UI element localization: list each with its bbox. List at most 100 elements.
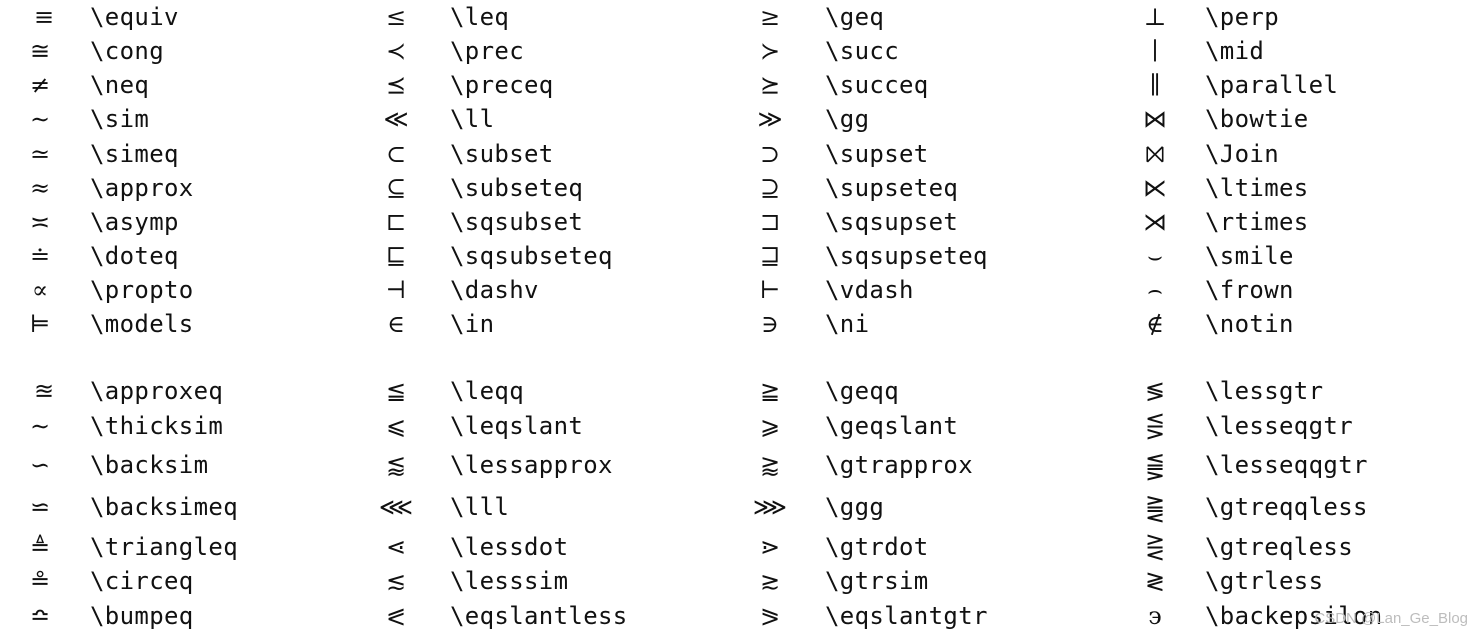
command-sqsubset: \sqsubset <box>450 208 584 236</box>
symbol-ltimes: ⋉ <box>1143 174 1167 202</box>
symbol-eqslantgtr: ⪖ <box>759 602 781 630</box>
command-backsim: \backsim <box>90 451 209 479</box>
symbol-sqsupseteq: ⊒ <box>759 242 781 270</box>
command-asymp: \asymp <box>90 208 179 236</box>
command-circeq: \circeq <box>90 567 194 595</box>
symbol-perp: ⊥ <box>1143 3 1167 31</box>
symbol-vdash: ⊢ <box>759 276 781 304</box>
command-gg: \gg <box>825 105 870 133</box>
command-dashv: \dashv <box>450 276 539 304</box>
symbol-leq: ≤ <box>385 3 407 31</box>
symbol-backepsilon: ϶ <box>1148 602 1162 630</box>
command-eqslantless: \eqslantless <box>450 602 628 630</box>
symbol-prec: ≺ <box>385 37 407 65</box>
symbol-gtreqless: ⋛ <box>1144 533 1166 561</box>
symbol-eqslantless: ⪕ <box>385 602 407 630</box>
command-supseteq: \supseteq <box>825 174 959 202</box>
symbol-ni: ∋ <box>761 310 779 338</box>
command-prec: \prec <box>450 37 524 65</box>
command-eqslantgtr: \eqslantgtr <box>825 602 988 630</box>
command-backepsilon: \backepsilon <box>1205 602 1383 630</box>
command-lll: \lll <box>450 493 510 521</box>
command-bowtie: \bowtie <box>1205 105 1309 133</box>
symbol-bumpeq: ≏ <box>29 602 51 630</box>
symbol-backsim: ∽ <box>29 451 51 479</box>
command-neq: \neq <box>90 71 150 99</box>
command-leqslant: \leqslant <box>450 412 584 440</box>
watermark: CSDN @Lan_Ge_Blog <box>1314 610 1468 627</box>
symbol-backsimeq: ⋍ <box>29 493 51 521</box>
command-gtrdot: \gtrdot <box>825 533 929 561</box>
symbol-gtrsim: ≳ <box>759 567 781 595</box>
symbol-mid: ∣ <box>1151 37 1159 65</box>
command-perp: \perp <box>1205 3 1279 31</box>
command-gtreqqless: \gtreqqless <box>1205 493 1368 521</box>
symbol-sqsubset: ⊏ <box>385 208 407 236</box>
command-gtrsim: \gtrsim <box>825 567 929 595</box>
command-supset: \supset <box>825 140 929 168</box>
command-gtrapprox: \gtrapprox <box>825 451 973 479</box>
command-sqsupset: \sqsupset <box>825 208 959 236</box>
symbol-preceq: ⪯ <box>385 71 407 99</box>
symbol-asymp: ≍ <box>29 208 51 236</box>
command-smile: \smile <box>1205 242 1294 270</box>
symbol-models: ⊨ <box>29 310 51 338</box>
symbol-triangleq: ≜ <box>29 533 51 561</box>
command-lesssim: \lesssim <box>450 567 569 595</box>
symbol-neq: ≠ <box>29 71 51 99</box>
command-parallel: \parallel <box>1205 71 1339 99</box>
command-subset: \subset <box>450 140 554 168</box>
command-ni: \ni <box>825 310 870 338</box>
command-mid: \mid <box>1205 37 1265 65</box>
symbol-parallel: ∥ <box>1149 71 1161 99</box>
command-models: \models <box>90 310 194 338</box>
symbol-dashv: ⊣ <box>385 276 407 304</box>
command-equiv: \equiv <box>90 3 179 31</box>
command-frown: \frown <box>1205 276 1294 304</box>
symbol-in: ∈ <box>387 310 405 338</box>
command-ltimes: \ltimes <box>1205 174 1309 202</box>
command-lessgtr: \lessgtr <box>1205 377 1324 405</box>
command-join: \Join <box>1205 140 1279 168</box>
command-preceq: \preceq <box>450 71 554 99</box>
symbol-succ: ≻ <box>759 37 781 65</box>
command-leq: \leq <box>450 3 510 31</box>
symbol-lessdot: ⋖ <box>385 533 407 561</box>
command-rtimes: \rtimes <box>1205 208 1309 236</box>
symbol-simeq: ≃ <box>29 140 51 168</box>
command-subseteq: \subseteq <box>450 174 584 202</box>
command-sqsupseteq: \sqsupseteq <box>825 242 988 270</box>
symbol-gtrapprox: ⪆ <box>759 451 781 479</box>
command-ll: \ll <box>450 105 495 133</box>
symbol-subset: ⊂ <box>385 140 407 168</box>
symbol-doteq: ≐ <box>29 242 51 270</box>
command-lessapprox: \lessapprox <box>450 451 613 479</box>
command-sqsubseteq: \sqsubseteq <box>450 242 613 270</box>
symbol-leqslant: ⩽ <box>385 412 407 440</box>
symbol-gtrdot: ⋗ <box>759 533 781 561</box>
command-approxeq: \approxeq <box>90 377 224 405</box>
symbol-lesssim: ≲ <box>385 567 407 595</box>
symbol-sim: ∼ <box>29 105 51 133</box>
command-notin: \notin <box>1205 310 1294 338</box>
command-geqslant: \geqslant <box>825 412 959 440</box>
symbol-sqsubseteq: ⊑ <box>385 242 407 270</box>
command-simeq: \simeq <box>90 140 179 168</box>
command-triangleq: \triangleq <box>90 533 238 561</box>
symbol-leqq: ≦ <box>385 377 407 405</box>
symbol-cong: ≅ <box>29 37 51 65</box>
symbol-geq: ≥ <box>759 3 781 31</box>
command-lessdot: \lessdot <box>450 533 569 561</box>
symbol-ggg: ⋙ <box>752 493 788 521</box>
command-in: \in <box>450 310 495 338</box>
command-lesseqqgtr: \lesseqqgtr <box>1205 451 1368 479</box>
symbol-lesseqqgtr: ⪋ <box>1144 451 1166 479</box>
symbol-rtimes: ⋊ <box>1143 208 1167 236</box>
command-sim: \sim <box>90 105 150 133</box>
symbol-thicksim: ∼ <box>29 412 51 440</box>
command-bumpeq: \bumpeq <box>90 602 194 630</box>
command-vdash: \vdash <box>825 276 914 304</box>
command-geq: \geq <box>825 3 885 31</box>
command-leqq: \leqq <box>450 377 524 405</box>
